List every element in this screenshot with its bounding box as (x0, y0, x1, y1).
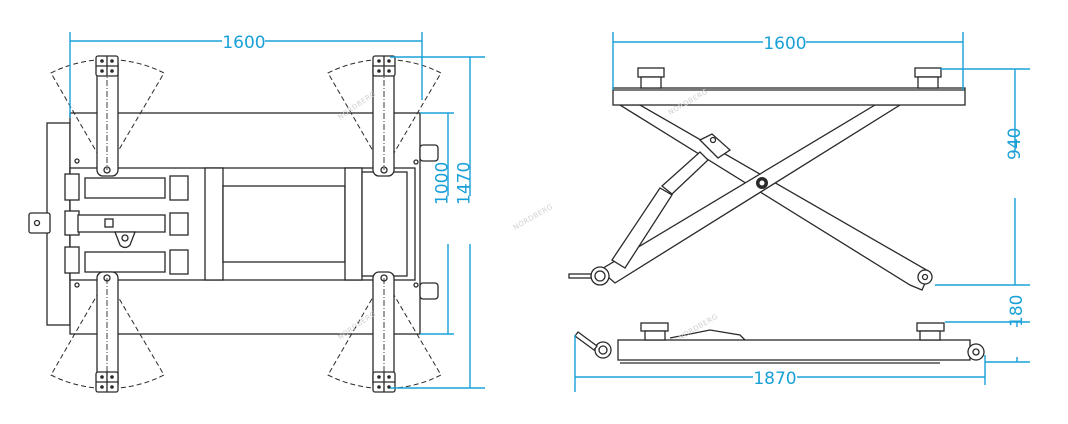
svg-text:1600: 1600 (763, 34, 806, 54)
side-view-raised: NORDBERG NORDBERG (512, 67, 966, 291)
side-view-lowered: NORDBERG (574, 313, 985, 364)
lift-arm-bottom-left (50, 271, 165, 393)
dimension-top-width: 1600 (69, 32, 423, 118)
scissor-arm-b (598, 104, 903, 284)
hydraulic-cylinders (64, 173, 189, 275)
svg-text:1600: 1600 (222, 33, 265, 53)
svg-text:940: 940 (1005, 128, 1025, 160)
platform (612, 87, 966, 106)
lift-arm-top-left (50, 55, 165, 177)
watermark: NORDBERG (512, 203, 555, 232)
dimension-side-width: 1600 (612, 32, 964, 90)
lift-arm-top-right (327, 55, 442, 177)
svg-text:1000: 1000 (432, 162, 452, 205)
dimension-side-overall-length: 1870 (574, 335, 986, 392)
svg-text:1870: 1870 (753, 369, 796, 389)
svg-text:1470: 1470 (454, 162, 474, 205)
platform-lowered (617, 339, 971, 361)
svg-text:180: 180 (1007, 295, 1027, 327)
center-block (222, 185, 346, 263)
dimension-side-lowered-height: 180 (945, 295, 1030, 363)
dimension-top-inner-depth: 1000 (420, 112, 454, 335)
watermark: NORDBERG (677, 313, 720, 342)
top-view: NORDBERG NORDBERG (28, 55, 442, 393)
dimension-top-overall-depth: 1470 (390, 56, 485, 389)
lift-cylinder (611, 187, 673, 269)
dimension-side-raised-height: 940 (935, 68, 1030, 286)
lift-arm-bottom-right (327, 271, 442, 393)
